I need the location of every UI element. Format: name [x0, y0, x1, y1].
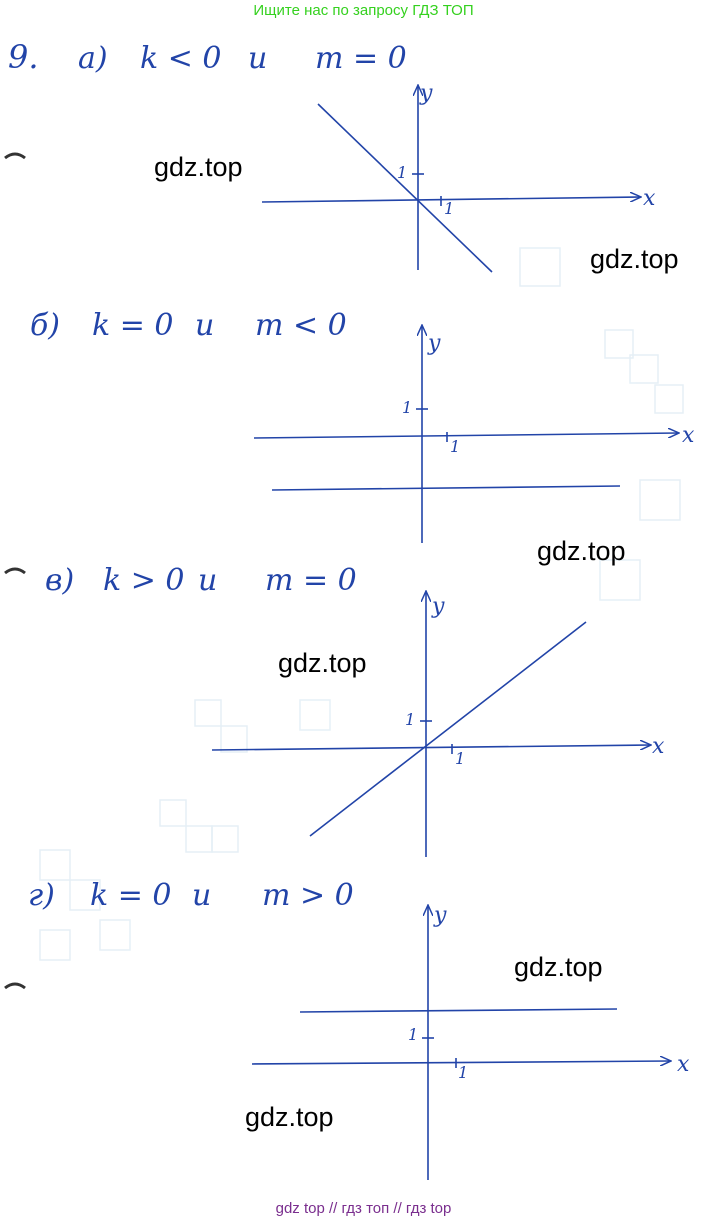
part-b-conjunction: и	[195, 308, 214, 343]
part-d-letter: г)	[28, 878, 55, 913]
part-d-k-condition: k = 0	[90, 878, 171, 913]
graph-b-line-y-eq-m	[271, 485, 621, 491]
graph-d-x-unit: 1	[458, 1063, 468, 1082]
part-c-k-condition: k > 0	[103, 563, 184, 598]
part-a-conjunction: и	[248, 41, 267, 76]
graph-b-x-axis	[253, 433, 678, 439]
graph-c-x-label: x	[652, 734, 665, 759]
part-a-k-condition: k < 0	[140, 41, 221, 76]
top-banner: Ищите нас по запросу ГДЗ ТОП	[253, 2, 474, 19]
part-a-m-condition: m = 0	[315, 41, 407, 76]
graph-d-x-axis	[251, 1061, 670, 1064]
graph-a-y-unit: 1	[397, 163, 407, 182]
graph-c-line-y-eq-kx	[309, 621, 587, 837]
graph-d	[251, 906, 670, 1180]
watermark: gdz.top	[590, 244, 679, 274]
graph-a-y-label: y	[419, 81, 433, 106]
paper-grid-background	[39, 247, 684, 961]
page-edge-mark	[4, 567, 26, 575]
watermark: gdz.top	[245, 1102, 334, 1132]
graph-b-y-label: y	[427, 331, 441, 356]
graph-d-x-label: x	[677, 1052, 690, 1077]
problem-number: 9.	[8, 38, 39, 76]
graph-a-x-unit: 1	[444, 199, 454, 218]
graph-a	[261, 86, 640, 273]
graph-c-x-axis	[211, 745, 650, 751]
part-b-k-condition: k = 0	[92, 308, 173, 343]
watermark: gdz.top	[278, 648, 367, 678]
part-c-m-condition: m = 0	[265, 563, 357, 598]
part-c-letter: в)	[45, 563, 74, 598]
page-edge-mark	[4, 982, 26, 990]
part-d-conjunction: и	[192, 878, 211, 913]
graph-d-y-label: y	[433, 903, 447, 928]
part-a-letter: а)	[78, 41, 108, 76]
graph-b	[253, 326, 678, 543]
graph-d-line-y-eq-m	[299, 1008, 618, 1013]
graph-a-line-y-eq-kx	[317, 103, 493, 273]
part-b-letter: б)	[30, 308, 60, 343]
watermark: gdz.top	[154, 152, 243, 182]
graph-a-x-axis	[261, 197, 640, 203]
graph-c-y-label: y	[431, 594, 445, 619]
graph-d-y-unit: 1	[408, 1025, 418, 1044]
part-d-m-condition: m > 0	[262, 878, 354, 913]
footer-links[interactable]: gdz top // гдз топ // гдз top	[275, 1200, 452, 1217]
graph-b-x-unit: 1	[450, 437, 460, 456]
page-edge-mark	[4, 152, 26, 160]
graph-b-x-label: x	[682, 423, 695, 448]
graph-c-x-unit: 1	[455, 749, 465, 768]
watermark: gdz.top	[514, 952, 603, 982]
graph-a-x-label: x	[643, 186, 656, 211]
graph-b-y-unit: 1	[402, 398, 412, 417]
graph-c	[211, 592, 650, 857]
part-b-m-condition: m < 0	[255, 308, 347, 343]
part-c-conjunction: и	[198, 563, 217, 598]
watermark: gdz.top	[537, 536, 626, 566]
graph-c-y-unit: 1	[405, 710, 415, 729]
